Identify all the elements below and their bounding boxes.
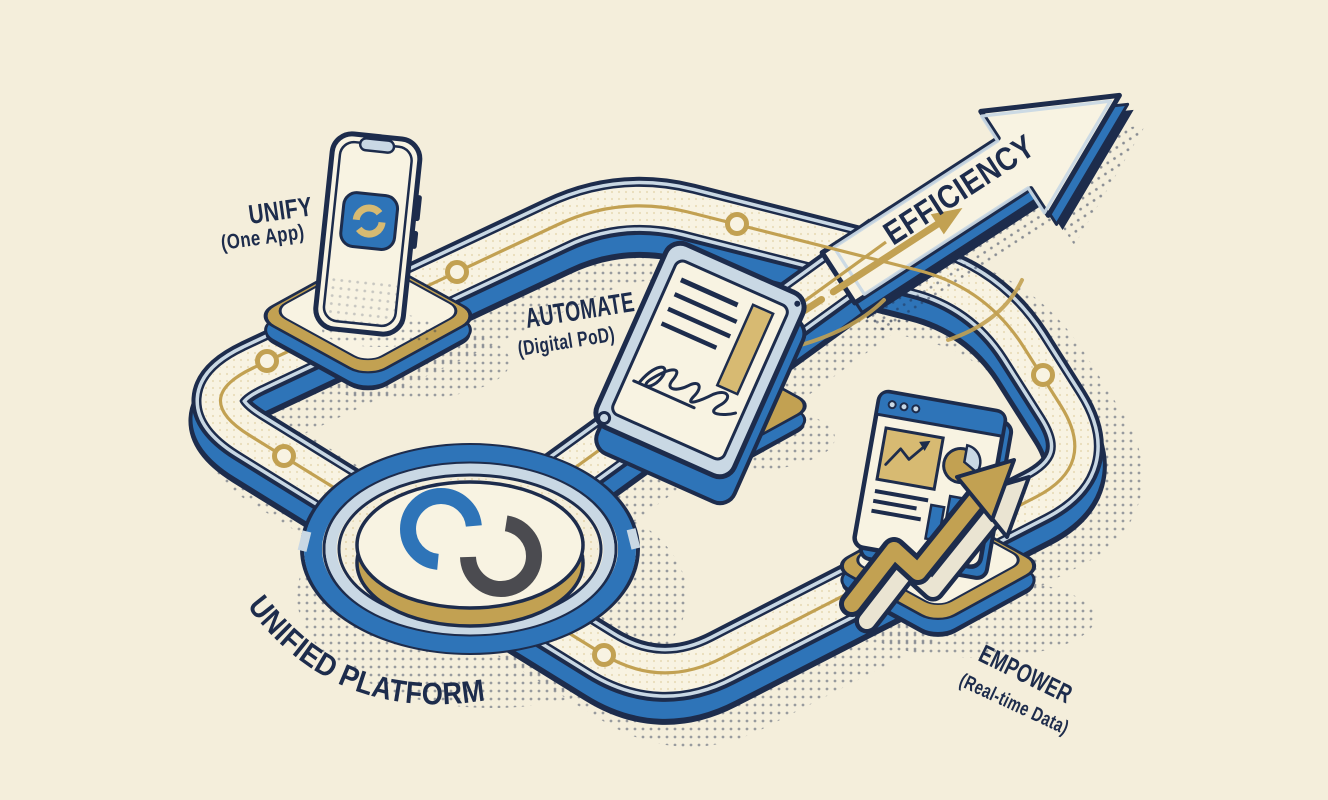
interlocked-rings-logo [400, 488, 542, 597]
growth-arrow-icon [839, 458, 1031, 634]
phone-icon [313, 131, 423, 337]
gold-direction-arrow [801, 207, 963, 314]
swoosh-line [946, 278, 1024, 342]
unify-station [263, 131, 473, 391]
empower-station [839, 389, 1037, 637]
automate-station [593, 240, 807, 506]
unified-platform-hub [297, 443, 641, 655]
tablet-signature-icon [593, 240, 807, 506]
signature-scribble [632, 365, 738, 416]
sync-app-icon [339, 191, 400, 251]
